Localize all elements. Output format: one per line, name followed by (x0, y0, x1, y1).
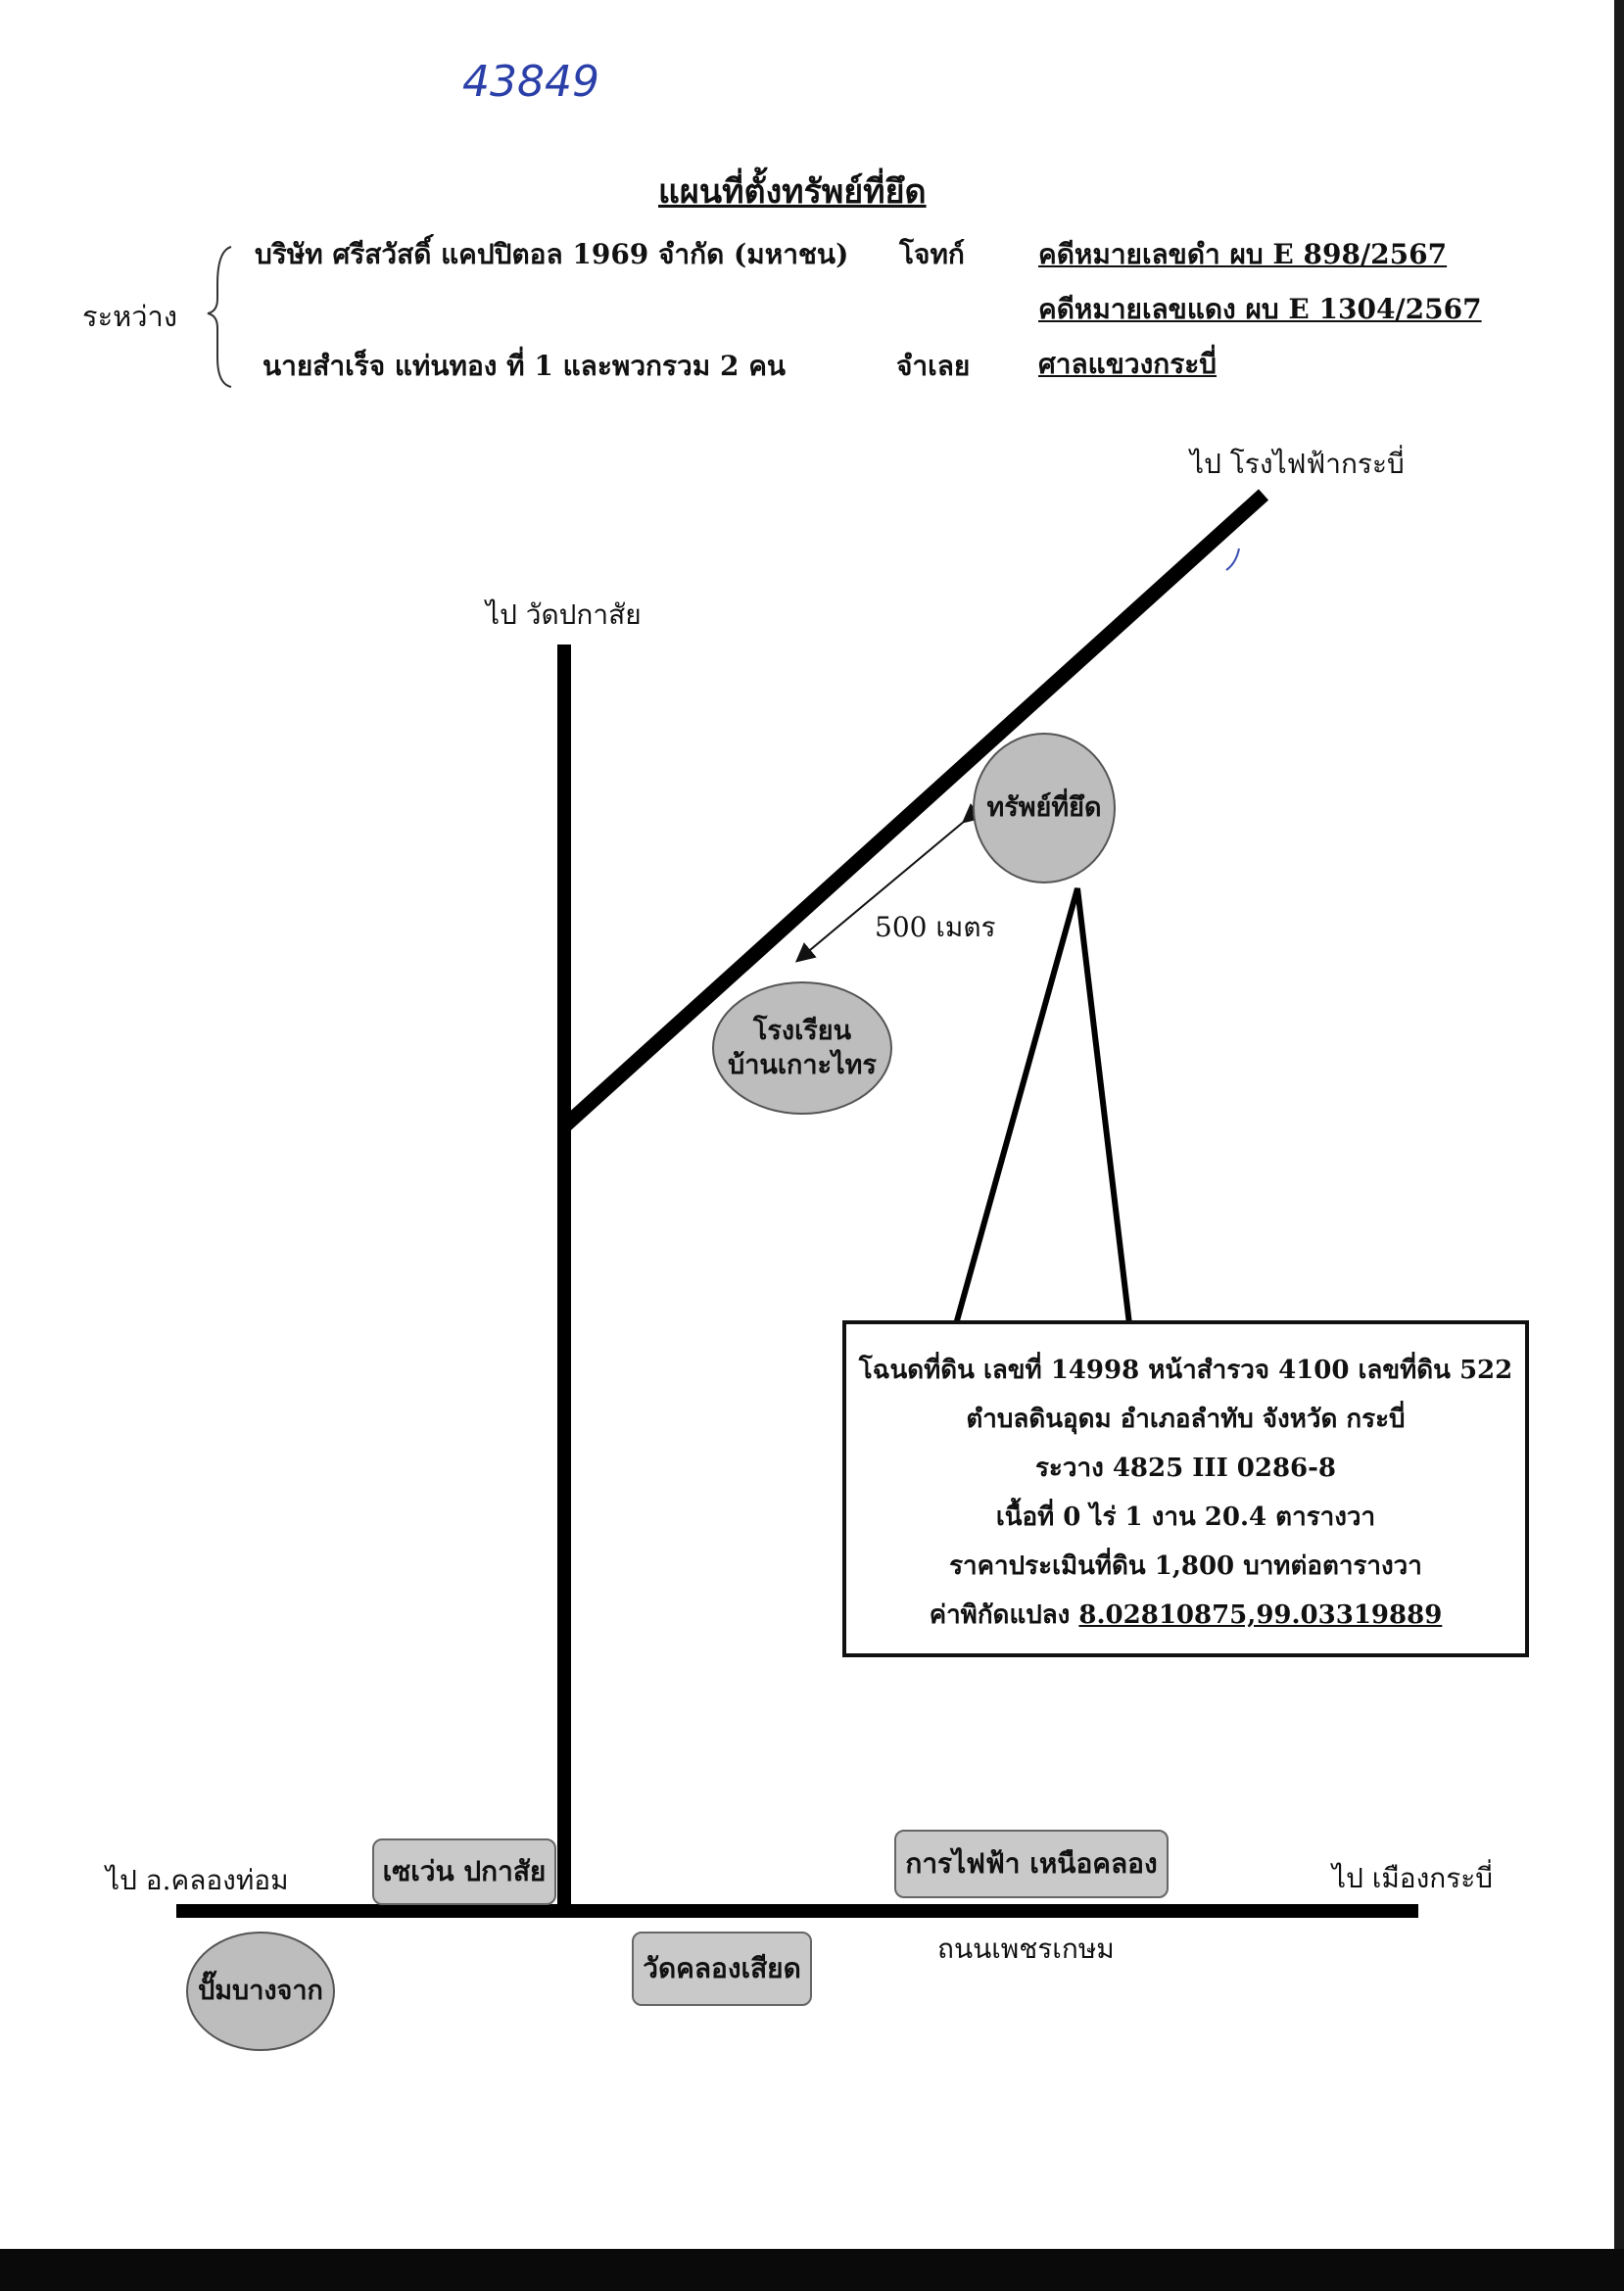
land-deed-line: โฉนดที่ดิน เลขที่ 14998 หน้าสำรวจ 4100 เ… (858, 1356, 1513, 1385)
coordinate-value: 8.02810875,99.03319889 (1078, 1600, 1443, 1630)
scan-edge-bottom (0, 2249, 1624, 2291)
distance-label: 500 เมตร (875, 911, 996, 943)
location-line: ตำบลดินอุดม อำเภอลำทับ จังหวัด กระบี่ (966, 1405, 1406, 1434)
plaintiff-role: โจทก์ (899, 238, 965, 270)
gas-station-marker: ปั๊มบางจาก (186, 1932, 335, 2051)
school-marker: โรงเรียน บ้านเกาะไทร (712, 981, 892, 1115)
appraisal-line: ราคาประเมินที่ดิน 1,800 บาทต่อตารางวา (949, 1551, 1422, 1581)
pea-tag: การไฟฟ้า เหนือคลอง (894, 1830, 1169, 1898)
map-sheet-line: ระวาง 4825 III 0286-8 (1034, 1454, 1337, 1483)
diagonal-road (558, 489, 1269, 1132)
defendant-role: จำเลย (896, 350, 971, 382)
callout-pointer (953, 887, 1132, 1325)
direction-power-plant: ไป โรงไฟฟ้ากระบี่ (1190, 448, 1405, 480)
plaintiff-name: บริษัท ศรีสวัสดิ์ แคปปิตอล 1969 จำกัด (ม… (255, 238, 849, 270)
seven-eleven-tag: เซเว่น ปกาสัย (372, 1838, 556, 1905)
defendant-name: นายสำเร็จ แท่นทอง ที่ 1 และพวกรวม 2 คน (263, 350, 787, 382)
stray-mark (1225, 548, 1240, 571)
brace (207, 246, 232, 388)
direction-khlong-thom: ไป อ.คลองท่อม (106, 1864, 289, 1896)
coordinate-label: ค่าพิกัดแปลง (929, 1600, 1071, 1630)
land-info-box: โฉนดที่ดิน เลขที่ 14998 หน้าสำรวจ 4100 เ… (842, 1320, 1529, 1657)
distance-arrow (794, 803, 983, 963)
case-red-no: คดีหมายเลขแดง ผบ E 1304/2567 (1038, 293, 1482, 325)
road-name: ถนนเพชรเกษม (937, 1933, 1115, 1965)
court-name: ศาลแขวงกระบี่ (1038, 348, 1218, 380)
scan-edge-right (1614, 0, 1624, 2291)
seized-property-marker: ทรัพย์ที่ยึด (973, 733, 1116, 883)
between-label: ระหว่าง (82, 300, 177, 333)
direction-mueang-krabi: ไป เมืองกระบี่ (1332, 1862, 1494, 1894)
wat-tag: วัดคลองเสียด (632, 1932, 812, 2006)
page-title: แผนที่ตั้งทรัพย์ที่ยึด (658, 172, 927, 212)
coordinate-line: ค่าพิกัดแปลง 8.02810875,99.03319889 (846, 1591, 1525, 1640)
handwritten-note: 43849 (462, 57, 599, 107)
area-line: เนื้อที่ 0 ไร่ 1 งาน 20.4 ตารางวา (995, 1503, 1376, 1532)
direction-wat-pakasai: ไป วัดปกาสัย (486, 598, 642, 631)
case-black-no: คดีหมายเลขดำ ผบ E 898/2567 (1038, 238, 1448, 270)
